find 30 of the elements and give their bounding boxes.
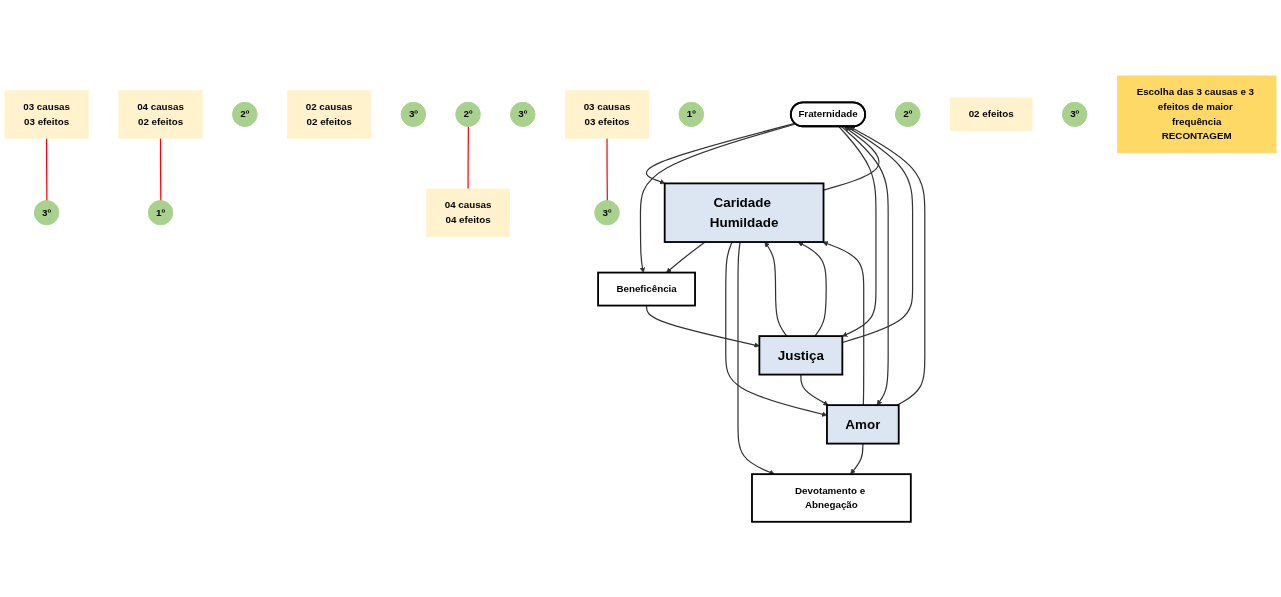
node-box: Devotamento e Abnegação (751, 472, 912, 523)
arrow (639, 123, 797, 273)
arrow (800, 373, 829, 406)
arrow (850, 442, 864, 475)
node-box: Beneficência (597, 271, 696, 307)
arrow (841, 125, 889, 406)
arrow (838, 125, 877, 337)
connector (606, 137, 608, 202)
arrow (666, 241, 706, 273)
node-box: Justiça (758, 334, 844, 376)
connector (46, 137, 48, 202)
arrow (645, 122, 796, 184)
node-box: Caridade Humildade (663, 182, 825, 243)
node-box: 04 causas 04 efeitos (426, 188, 511, 237)
node-box: Amor (826, 403, 900, 445)
node-box: 03 causas 03 efeitos (565, 89, 649, 139)
arrow (764, 241, 788, 337)
arrow (725, 241, 828, 417)
node-box: Escolha das 3 causas e 3 efeitos de maior frequência RECONTAGEM (1116, 75, 1277, 153)
connector (159, 137, 162, 202)
node-box: 02 efeitos (950, 97, 1033, 131)
node-box: 03 causas 03 efeitos (4, 89, 89, 139)
arrow (822, 240, 865, 406)
arrow (797, 241, 827, 337)
node-box: 04 causas 02 efeitos (118, 89, 203, 139)
arrow (737, 241, 775, 475)
connector (467, 125, 469, 190)
node-box: 02 causas 02 efeitos (287, 89, 372, 139)
arrow (849, 126, 926, 406)
arrow (645, 304, 760, 348)
